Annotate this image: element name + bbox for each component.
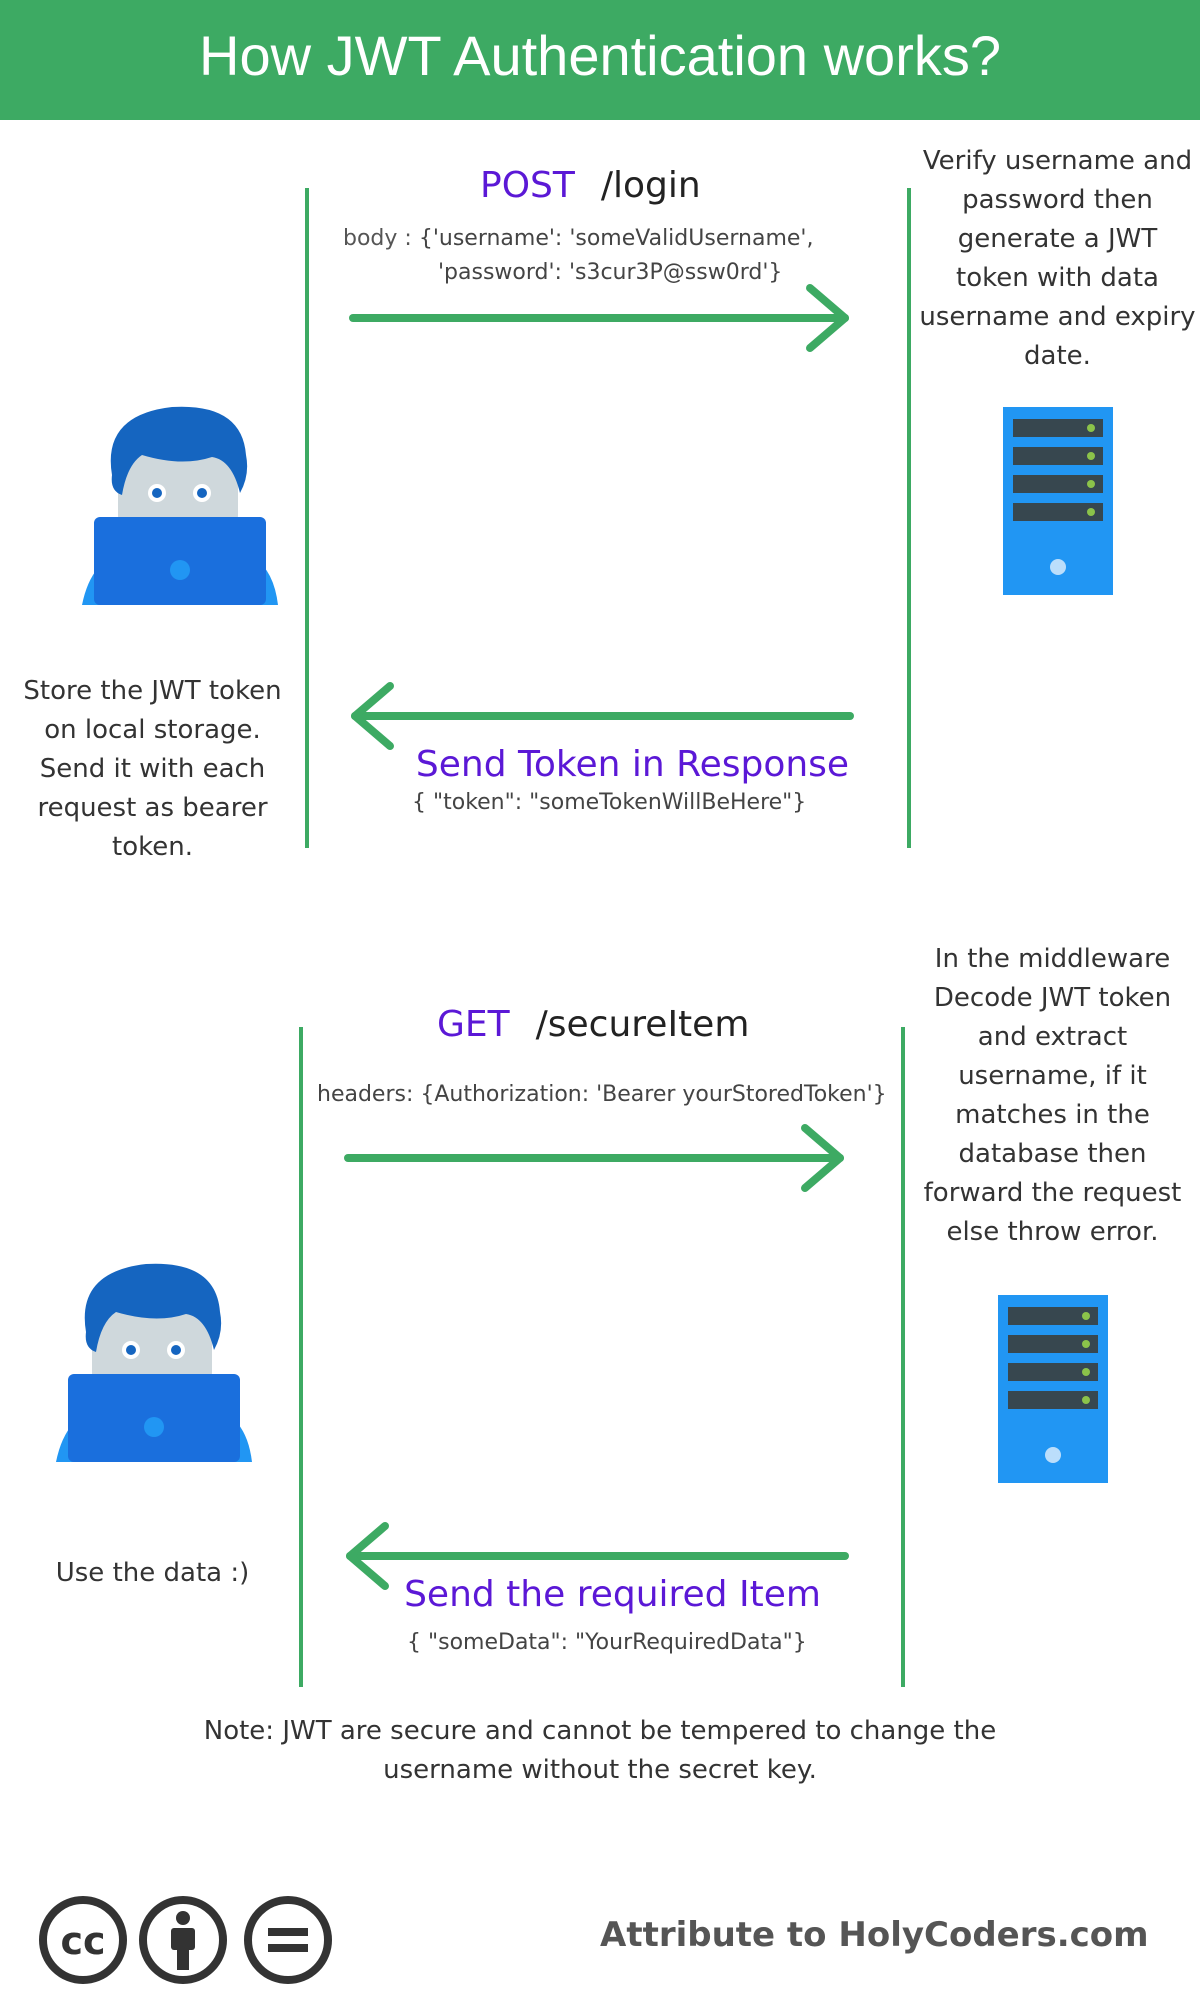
server-icon: [1003, 407, 1113, 595]
user-laptop-icon: [56, 1263, 252, 1462]
client-lifeline: [305, 188, 309, 848]
response-title-2: Send the required Item: [404, 1574, 821, 1615]
server-icon: [998, 1295, 1108, 1483]
header-bar: How JWT Authentication works?: [0, 0, 1200, 120]
request-line: POST/login: [480, 165, 701, 206]
user-laptop-icon: [82, 406, 278, 605]
client-note-2: Use the data :): [55, 1558, 250, 1588]
response-arrow-2: [346, 1522, 849, 1590]
body-line-1: {'username': 'someValidUsername',: [418, 226, 814, 251]
response-body: { "token": "someTokenWillBeHere"}: [412, 790, 807, 815]
response-title: Send Token in Response: [415, 744, 850, 785]
server-lifeline: [907, 188, 911, 848]
request-arrow: [349, 284, 849, 352]
no-derivatives-icon: [244, 1896, 332, 1984]
license-badges: cc: [39, 1896, 332, 1984]
endpoint-path-2: /secureItem: [535, 1004, 750, 1045]
svg-text:cc: cc: [60, 1919, 105, 1963]
endpoint-path: /login: [600, 165, 701, 206]
response-body-2: { "someData": "YourRequiredData"}: [407, 1630, 807, 1655]
attribution-icon: [139, 1896, 227, 1984]
cc-icon: cc: [39, 1896, 127, 1984]
http-method: POST: [480, 165, 575, 206]
request-headers: headers: {Authorization: 'Bearer yourSto…: [317, 1082, 887, 1107]
client-lifeline-2: [299, 1027, 303, 1687]
attribution-text: Attribute to HolyCoders.com: [600, 1915, 1149, 1955]
response-arrow: [351, 682, 854, 750]
page-title: How JWT Authentication works?: [199, 24, 1001, 87]
security-note: Note: JWT are secure and cannot be tempe…: [203, 1716, 997, 1785]
http-method-2: GET: [437, 1004, 510, 1045]
body-label: body :: [343, 226, 412, 251]
client-note: Store the JWT token on local storage. Se…: [23, 676, 282, 862]
body-line-2: 'password': 's3cur3P@ssw0rd'}: [438, 260, 783, 285]
server-note: Verify username and password then genera…: [919, 146, 1196, 371]
request-arrow-2: [344, 1124, 844, 1192]
request-body: body : {'username': 'someValidUsername',: [343, 226, 813, 251]
request-line-2: GET/secureItem: [437, 1004, 749, 1045]
server-lifeline-2: [901, 1027, 905, 1687]
server-note-2: In the middleware Decode JWT token and e…: [923, 944, 1182, 1247]
